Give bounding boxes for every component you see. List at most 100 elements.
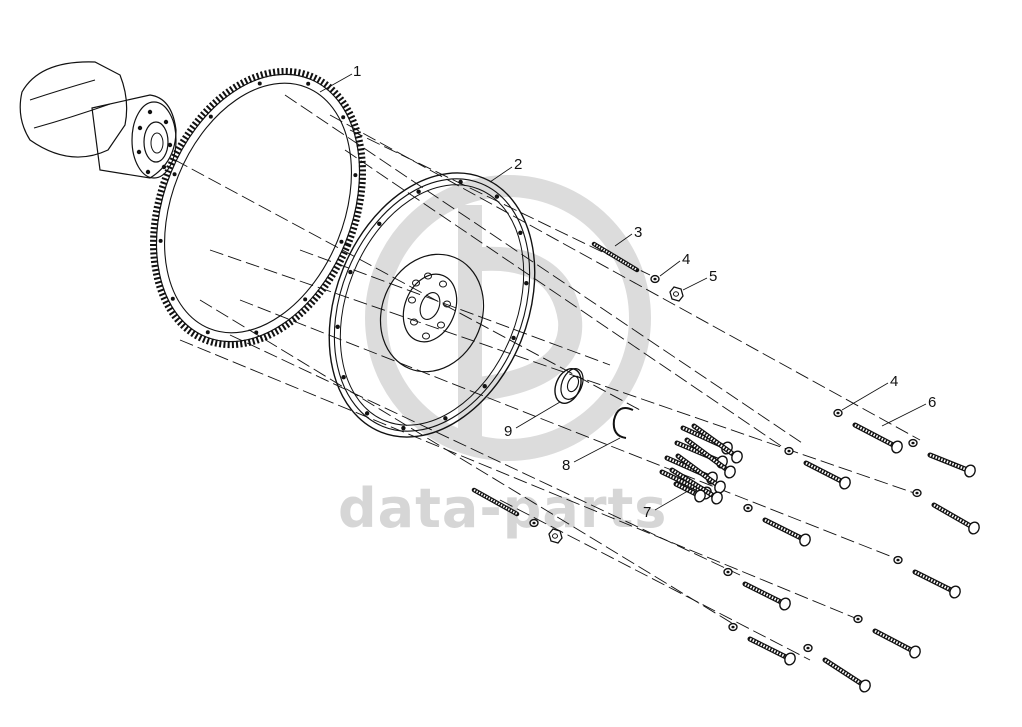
washer-hole [915, 491, 919, 495]
dashed-assembly-line [199, 299, 736, 626]
ring-gear-hole [172, 172, 177, 177]
bolt-head [779, 597, 791, 611]
bolt-shank [675, 453, 723, 490]
bolt-head [694, 489, 706, 503]
ring-gear [150, 67, 366, 349]
flywheel-hole [482, 383, 487, 389]
watermark-logo-mark [458, 205, 583, 440]
washer-hole [911, 441, 915, 445]
dashed-assembly-line [299, 249, 611, 366]
dashed-assembly-line [499, 499, 811, 661]
bolt-head [891, 440, 903, 454]
leader-lines [319, 73, 927, 511]
ring-gear-hole [339, 239, 344, 244]
bolt-thread [914, 570, 956, 594]
flywheel-hole [348, 269, 353, 275]
bolt-head [784, 652, 796, 666]
bolt-head [724, 465, 736, 479]
dashed-assembly-line [229, 334, 741, 576]
ring-gear-hole [205, 330, 210, 335]
ring-gear-hole [341, 115, 346, 120]
washer-hole [653, 277, 657, 281]
nut-hole [552, 533, 558, 539]
washer-hole [532, 521, 536, 525]
callout-2: 2 [514, 156, 522, 173]
dashed-assembly-line [179, 339, 861, 621]
watermark: data-parts [338, 175, 667, 540]
fasteners [471, 241, 980, 693]
pilot-bearing [554, 368, 584, 404]
bolt-head [949, 585, 961, 599]
flywheel-hole [443, 416, 448, 421]
ring-gear-hole [158, 238, 163, 243]
bolt-shank [931, 502, 977, 531]
bolt-thread [661, 470, 707, 495]
nut [548, 528, 563, 544]
watermark-text: data-parts [338, 477, 667, 540]
washer-hole [856, 617, 860, 621]
nut-hole [673, 291, 679, 297]
flywheel-hole [524, 281, 529, 286]
flywheel-hole [335, 324, 340, 329]
ring-gear-hole [208, 114, 213, 119]
ring-gear-hole [170, 296, 175, 301]
nut [669, 286, 684, 302]
callout-6: 6 [928, 394, 936, 411]
bolt-shank [872, 628, 918, 655]
ring-gear-hole [353, 173, 358, 178]
bolt-head [731, 450, 743, 464]
bolt-thread [854, 423, 898, 449]
bolt-thread [824, 658, 866, 688]
washer-hole [746, 506, 750, 510]
flywheel-hole [401, 425, 406, 431]
ring-gear-hole [303, 297, 308, 302]
bolt-head [909, 645, 921, 659]
bolt-shank [684, 437, 733, 475]
assembly-lines [174, 94, 921, 661]
washer-hole [896, 558, 900, 562]
bolt-head [799, 533, 811, 547]
bolt-thread [764, 518, 806, 542]
bolt-thread [805, 461, 846, 485]
washer-hole [806, 646, 810, 650]
bolt-thread [666, 456, 713, 480]
ring-gear-hole [306, 81, 311, 86]
bolt-head [839, 476, 851, 490]
stud [591, 241, 640, 273]
bolt-head [968, 521, 980, 535]
dashed-assembly-line [349, 129, 651, 276]
callout-8: 8 [562, 457, 570, 474]
flywheel-hole [494, 194, 500, 199]
bolt-head [711, 491, 723, 505]
callout-9: 9 [504, 423, 512, 440]
bolt-thread [676, 441, 723, 464]
callout-1: 1 [353, 63, 361, 80]
dashed-assembly-line [284, 94, 806, 446]
washer-hole [731, 625, 735, 629]
callout-3: 3 [634, 224, 642, 241]
watermark-logo-ring [365, 175, 651, 461]
crankshaft [19, 61, 177, 179]
callouts: 1 2 3 4 5 4 6 9 8 7 [353, 63, 936, 521]
callout-5: 5 [709, 268, 717, 285]
flywheel-hole [518, 230, 523, 235]
washer-hole [836, 411, 840, 415]
bolt-head [859, 679, 871, 693]
bolt-shank [691, 423, 740, 460]
bolt-shank [669, 467, 720, 501]
bolt-thread [929, 453, 971, 473]
dashed-assembly-line [329, 114, 921, 441]
flywheel-hole [511, 335, 516, 341]
bolt-thread [744, 582, 786, 606]
dashed-assembly-line [239, 299, 901, 561]
bolt-thread [749, 637, 791, 661]
stud [471, 487, 520, 517]
dashed-assembly-line [344, 149, 791, 453]
callout-4-top: 4 [682, 251, 690, 268]
circlip [612, 407, 634, 439]
dashed-assembly-line [209, 249, 921, 496]
flywheel-hole [364, 411, 370, 416]
callout-7: 7 [643, 504, 651, 521]
ring-gear-hole [257, 81, 262, 86]
washer-hole [787, 449, 791, 453]
